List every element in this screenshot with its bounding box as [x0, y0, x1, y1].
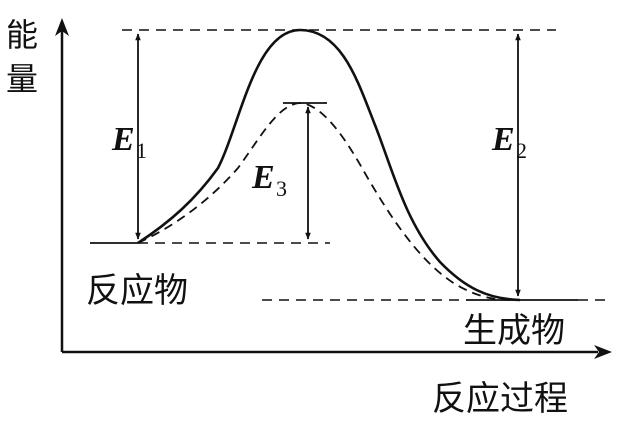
x-axis-label: 反应过程: [432, 379, 568, 419]
y-axis-label-bottom: 量: [6, 60, 38, 98]
e2-label: E 2: [491, 121, 527, 163]
e1-subscript: 1: [136, 138, 147, 163]
e3-subscript: 3: [276, 176, 287, 201]
e1-label: E 1: [111, 121, 147, 163]
products-label: 生成物: [463, 311, 565, 351]
x-axis-arrowhead: [594, 345, 612, 359]
y-axis-arrowhead: [55, 18, 69, 36]
e2-subscript: 2: [516, 138, 527, 163]
e3-symbol: E: [251, 159, 275, 196]
e3-label: E 3: [251, 159, 287, 201]
reactants-label: 反应物: [86, 271, 188, 311]
e2-symbol: E: [491, 121, 515, 158]
e1-symbol: E: [111, 121, 135, 158]
uncatalyzed-energy-curve: [137, 28, 521, 302]
y-axis-label-top: 能: [6, 16, 38, 54]
catalyzed-energy-curve: [137, 102, 513, 301]
